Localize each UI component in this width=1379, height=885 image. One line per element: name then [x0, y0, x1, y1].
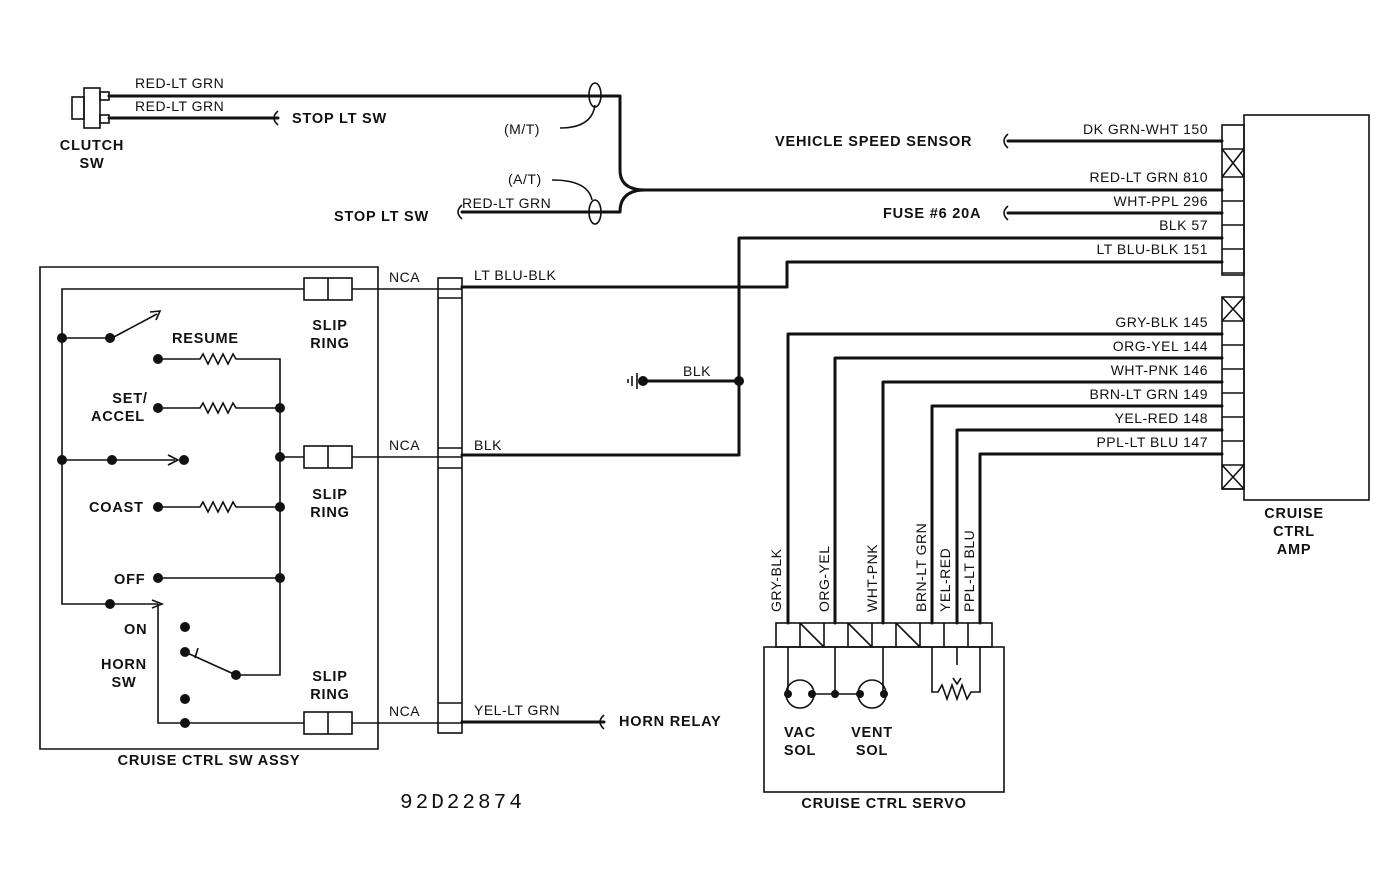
svg-text:ON: ON — [124, 622, 147, 638]
wire-wht-pnk — [881, 380, 1224, 625]
slip-ring-bottom: SLIP RING — [303, 669, 353, 735]
svg-text:ACCEL: ACCEL — [91, 409, 145, 425]
vent-sol-label-1: VENT — [851, 725, 893, 741]
servo-cell-empty — [895, 622, 921, 648]
wire-label-sw-bottom: YEL-LT GRN — [474, 702, 560, 718]
servo-potentiometer — [931, 647, 981, 702]
wire-org-yel — [833, 356, 1224, 625]
amp-pin-label-296: WHT-PPL 296 — [1114, 193, 1208, 209]
cruise-ctrl-amp: CRUISE CTRL AMP — [1221, 114, 1370, 558]
wire-lt-blu-blk-151 — [460, 260, 1224, 289]
svg-text:SET/: SET/ — [112, 391, 147, 407]
option-leader-at — [551, 179, 593, 201]
wire-brn-lt-grn — [930, 404, 1224, 625]
wire-fuse-break — [1003, 205, 1009, 221]
servo-cell-empty — [847, 622, 873, 648]
svg-text:SLIP: SLIP — [312, 318, 347, 334]
wire-horn-relay-break — [599, 714, 605, 730]
wire-label-sw-mid: BLK — [474, 437, 502, 453]
amp-pin-label-146: WHT-PNK 146 — [1111, 362, 1208, 378]
amp-pin-label-148: YEL-RED 148 — [1115, 410, 1208, 426]
fuse-label: FUSE #6 20A — [883, 206, 981, 222]
amp-cell-empty — [1221, 148, 1245, 178]
servo-pin-label-2: ORG-YEL — [816, 545, 832, 612]
svg-text:OFF: OFF — [114, 572, 145, 588]
svg-text:COAST: COAST — [89, 500, 144, 516]
clutch-sw-label-1: CLUTCH — [60, 138, 124, 154]
amp-label-1: CRUISE — [1264, 506, 1324, 522]
amp-pin-label-810: RED-LT GRN 810 — [1089, 169, 1208, 185]
wire-label-sw-top: LT BLU-BLK — [474, 267, 556, 283]
sw-assy-label: CRUISE CTRL SW ASSY — [118, 753, 301, 769]
vac-sol-label-2: SOL — [784, 743, 816, 759]
wire-ppl-lt-blu — [978, 452, 1224, 625]
servo-pin-label-4: BRN-LT GRN — [913, 523, 929, 612]
wire-stop-lt-sw-break — [273, 110, 279, 126]
amp-label-2: CTRL — [1273, 524, 1315, 540]
servo-pin-label-5: YEL-RED — [937, 548, 953, 612]
amp-pin-label-150: DK GRN-WHT 150 — [1083, 121, 1208, 137]
vac-sol-label-1: VAC — [784, 725, 816, 741]
stop-lt-sw-label-top: STOP LT SW — [292, 111, 387, 127]
wire-label-clutch-bottom: RED-LT GRN — [135, 98, 224, 114]
servo-label: CRUISE CTRL SERVO — [801, 796, 966, 812]
vehicle-speed-sensor-label: VEHICLE SPEED SENSOR — [775, 134, 972, 150]
svg-text:RESUME: RESUME — [172, 331, 239, 347]
nca-connector: NCA NCA NCA — [389, 269, 463, 734]
servo-pin-label-3: WHT-PNK — [864, 544, 880, 612]
servo-pin-label-6: PPL-LT BLU — [961, 530, 977, 612]
amp-pin-label-151: LT BLU-BLK 151 — [1096, 241, 1208, 257]
nca-label-mid: NCA — [389, 437, 420, 453]
amp-pin-label-149: BRN-LT GRN 149 — [1089, 386, 1208, 402]
amp-pin-label-147: PPL-LT BLU 147 — [1096, 434, 1208, 450]
amp-pin-label-145: GRY-BLK 145 — [1115, 314, 1208, 330]
cruise-ctrl-sw-assy: CRUISE CTRL SW ASSY SLIP RING SLIP RING … — [39, 266, 462, 769]
wire-label-ground: BLK — [683, 363, 711, 379]
amp-pin-label-144: ORG-YEL 144 — [1113, 338, 1208, 354]
svg-text:HORN: HORN — [101, 657, 147, 673]
servo-connector — [775, 622, 993, 648]
svg-text:SLIP: SLIP — [312, 487, 347, 503]
wire-blk-57 — [460, 236, 1224, 457]
amp-cell-empty — [1221, 296, 1245, 322]
wire-label-clutch-top: RED-LT GRN — [135, 75, 224, 91]
stop-lt-sw-label-bottom: STOP LT SW — [334, 209, 429, 225]
slip-ring-mid: SLIP RING — [303, 445, 353, 521]
wire-yel-red — [955, 428, 1224, 625]
servo-pin-label-1: GRY-BLK — [768, 548, 784, 612]
svg-text:RING: RING — [310, 505, 349, 521]
wire-clutch-top — [107, 94, 1224, 192]
figure-id: 92D22874 — [400, 792, 525, 815]
slip-ring-top: SLIP RING — [303, 277, 353, 352]
vent-sol-label-2: SOL — [856, 743, 888, 759]
svg-text:SLIP: SLIP — [312, 669, 347, 685]
svg-text:RING: RING — [310, 687, 349, 703]
svg-text:RING: RING — [310, 336, 349, 352]
cruise-ctrl-servo: VAC SOL VENT SOL CRUISE CTRL SERVO — [763, 622, 1005, 812]
wire-label-at-stop: RED-LT GRN — [462, 195, 551, 211]
horn-relay-label: HORN RELAY — [619, 714, 722, 730]
wire-at-stop-break — [457, 204, 463, 220]
wire-gry-blk — [786, 332, 1224, 625]
amp-cell-empty — [1221, 464, 1245, 490]
svg-text:SW: SW — [112, 675, 137, 691]
nca-label-bottom: NCA — [389, 703, 420, 719]
ground-icon — [627, 373, 638, 389]
option-leader-mt — [559, 104, 596, 129]
nca-label-top: NCA — [389, 269, 420, 285]
amp-label-3: AMP — [1277, 542, 1312, 558]
mt-label: (M/T) — [504, 121, 540, 137]
wire-speed-sensor-break — [1003, 133, 1009, 149]
wire-at-stop — [460, 188, 647, 214]
at-label: (A/T) — [508, 171, 542, 187]
clutch-sw-label-2: SW — [80, 156, 105, 172]
servo-cell-empty — [799, 622, 825, 648]
clutch-switch: CLUTCH SW — [60, 87, 124, 172]
amp-pin-label-57: BLK 57 — [1159, 217, 1208, 233]
